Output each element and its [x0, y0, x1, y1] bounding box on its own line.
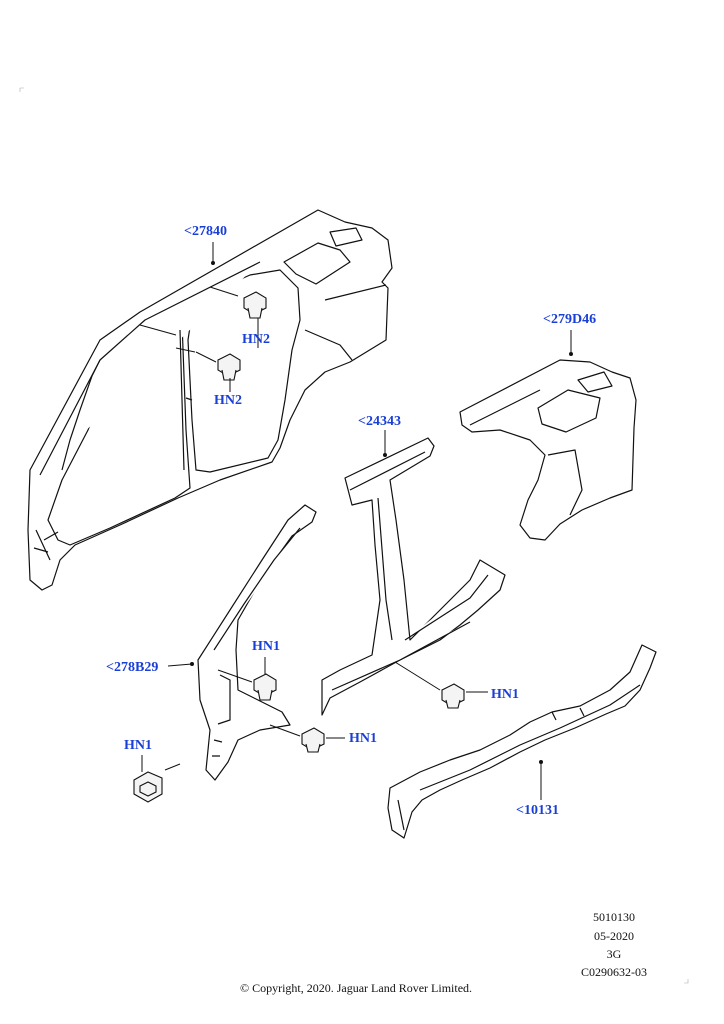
leader-lines	[139, 242, 573, 800]
nut-hn2-lower[interactable]	[217, 353, 241, 381]
callout-10131[interactable]: <10131	[516, 803, 559, 818]
nut-hn1-lower-left[interactable]	[133, 771, 163, 803]
copyright-notice: © Copyright, 2020. Jaguar Land Rover Lim…	[239, 981, 473, 995]
callout-278B29[interactable]: <278B29	[106, 660, 159, 675]
callout-hn1-lower-left[interactable]: HN1	[124, 738, 152, 753]
b-pillar-reinforcement[interactable]	[321, 437, 506, 716]
nut-hn2-upper[interactable]	[243, 291, 267, 319]
corner-mark-bottom-right	[684, 979, 689, 984]
callout-hn1-right[interactable]: HN1	[491, 687, 519, 702]
corner-mark-top-left	[19, 87, 24, 92]
callout-24343[interactable]: <24343	[358, 414, 401, 429]
callout-hn1-a-pillar[interactable]: HN1	[252, 639, 280, 654]
rear-quarter-panel[interactable]	[459, 359, 637, 541]
body-side-outer-panel[interactable]	[27, 209, 393, 591]
sill-panel[interactable]	[387, 644, 657, 839]
callout-27840[interactable]: <27840	[184, 224, 227, 239]
illustration-code: C0290632-03	[581, 965, 647, 979]
callout-hn2-upper[interactable]: HN2	[242, 332, 270, 347]
nut-hn1-a-pillar[interactable]	[253, 673, 277, 701]
revision-code: 3G	[606, 947, 622, 961]
callout-hn2-lower[interactable]: HN2	[214, 393, 242, 408]
a-pillar-inner-panel[interactable]	[197, 504, 317, 781]
ref-number: 5010130	[593, 910, 635, 924]
callout-hn1-center[interactable]: HN1	[349, 731, 377, 746]
nut-hn1-center[interactable]	[301, 727, 325, 753]
callout-279D46[interactable]: <279D46	[543, 312, 597, 327]
nut-hn1-right[interactable]	[441, 683, 465, 709]
date-code: 05-2020	[594, 929, 634, 943]
